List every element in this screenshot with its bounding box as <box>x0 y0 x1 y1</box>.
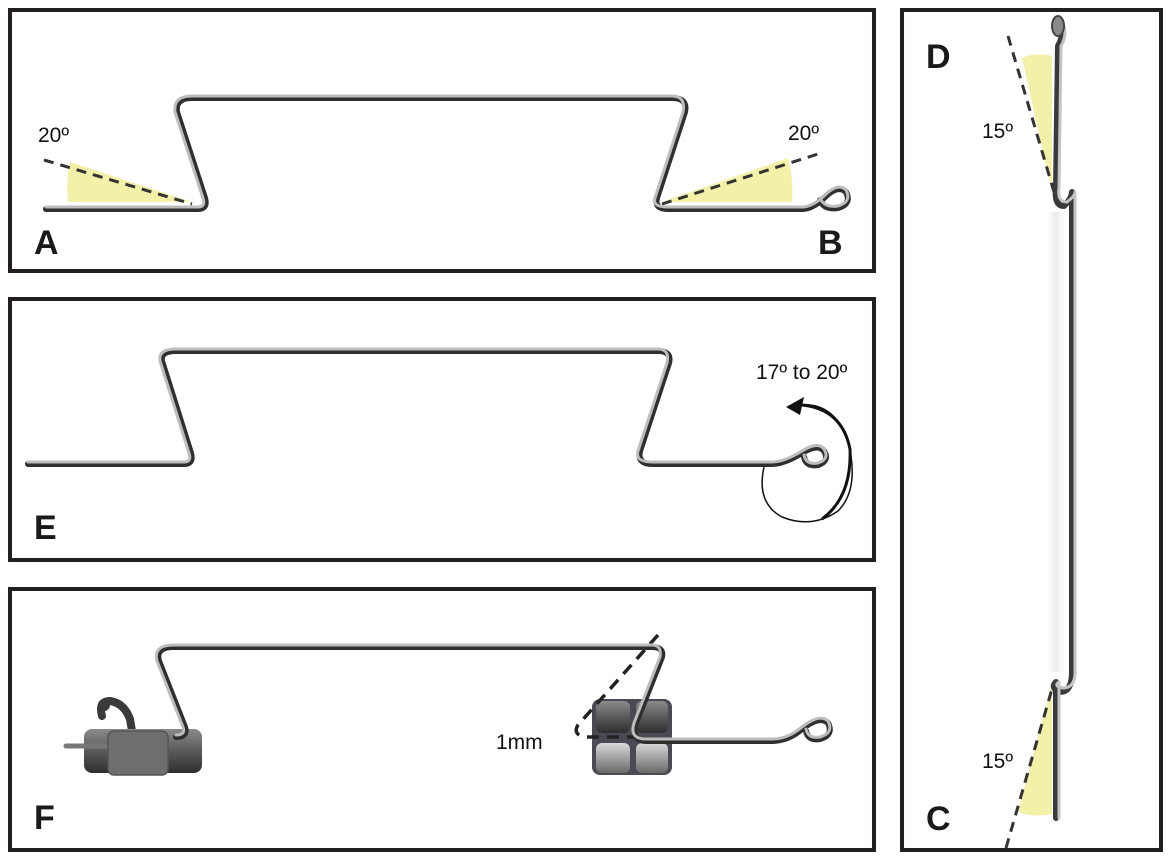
angle-fill-a <box>67 162 192 202</box>
panel-dc-drawing: 15º 15º D C <box>926 15 1077 848</box>
panel-ab-drawing: 20º 20º A B <box>34 94 851 262</box>
angle-fill-b <box>662 158 793 202</box>
angle-label-c: 15º <box>982 750 1013 773</box>
panel-label-c: C <box>926 800 951 838</box>
wire-f <box>154 643 833 744</box>
angle-dash-c <box>1004 681 1056 848</box>
panel-e-drawing: 17º to 20º E <box>25 347 853 547</box>
angle-label-b: 20º <box>788 122 819 145</box>
measurement-dash <box>574 633 660 739</box>
panel-label-e: E <box>34 509 57 547</box>
angle-label-a: 20º <box>38 124 69 147</box>
panel-label-d: D <box>926 38 951 76</box>
panel-dc: 15º 15º D C <box>900 8 1163 852</box>
wire-dc <box>1050 15 1077 821</box>
panel-label-a: A <box>34 224 59 262</box>
panel-label-b: B <box>818 224 843 262</box>
wire-ab <box>43 94 851 212</box>
panel-f-drawing: 1mm F <box>34 633 833 837</box>
angle-dash-a <box>43 158 193 206</box>
rotation-label: 17º to 20º <box>756 361 848 384</box>
panel-label-f: F <box>34 799 55 837</box>
angle-dash-b <box>661 152 819 206</box>
measurement-label: 1mm <box>496 731 543 754</box>
buccal-tube-icon <box>63 696 202 776</box>
angle-label-d: 15º <box>982 120 1013 143</box>
panel-e: 17º to 20º E <box>8 297 876 562</box>
rotation-arrow-icon <box>761 397 853 523</box>
wire-e <box>25 347 829 469</box>
panel-ab: 20º 20º A B <box>8 8 876 273</box>
panel-f: 1mm F <box>8 587 876 852</box>
